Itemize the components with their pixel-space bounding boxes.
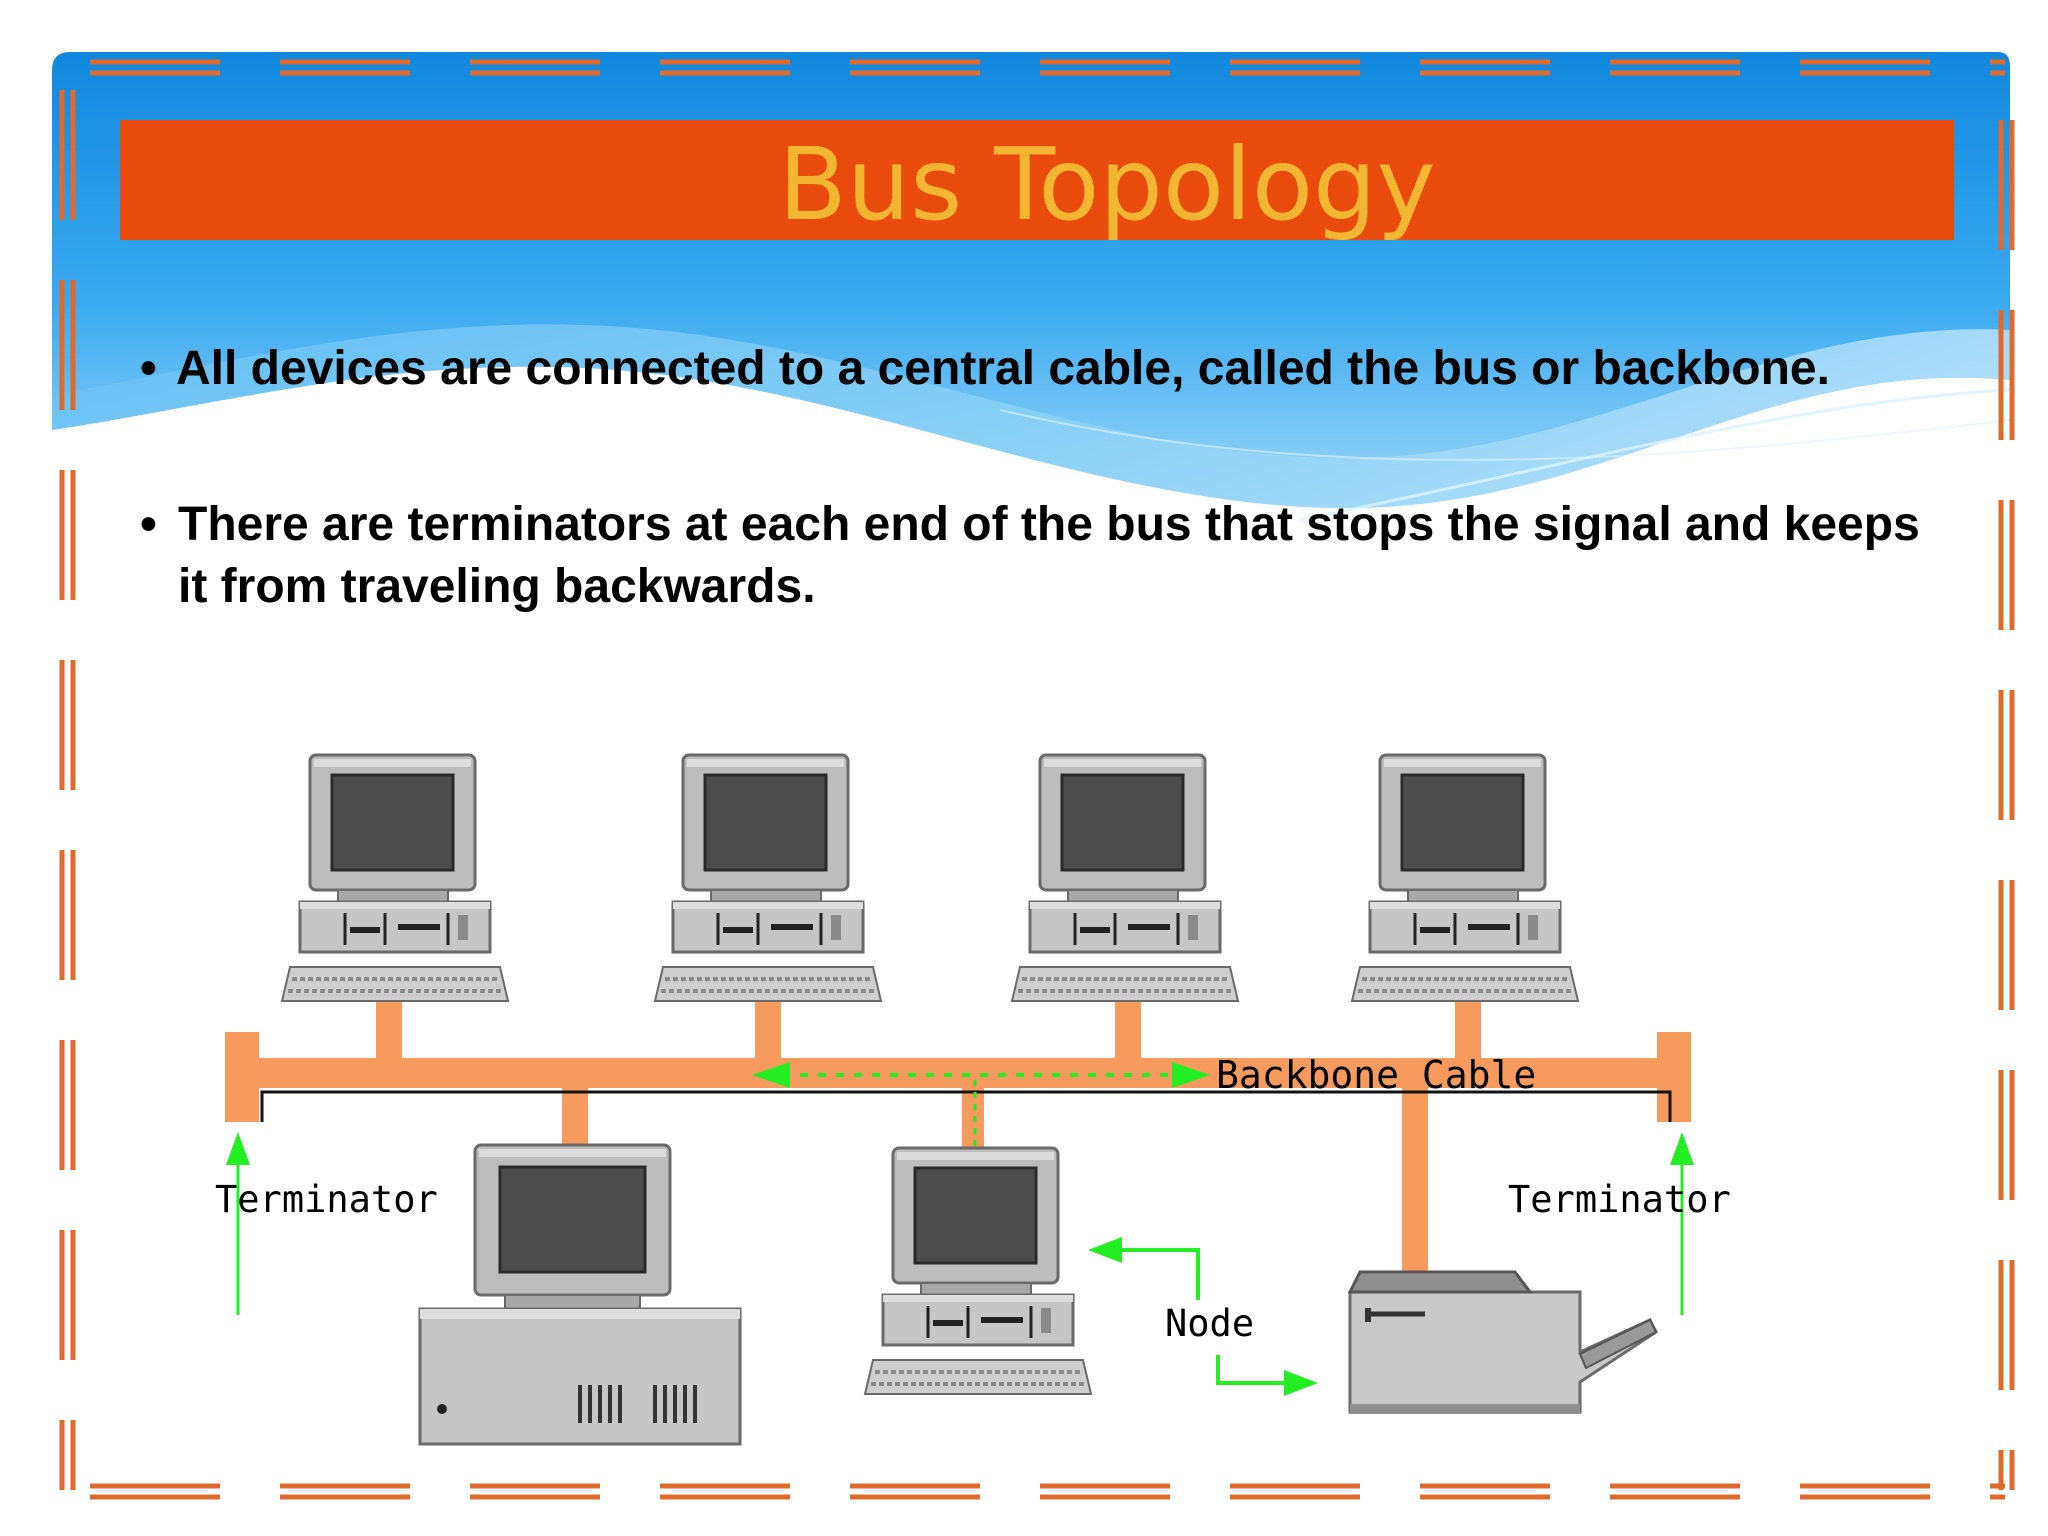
sky-streak <box>1299 388 2011 522</box>
backbone-cable <box>225 972 1691 1286</box>
arrow-right-icon <box>1284 1370 1318 1396</box>
arrow-up-icon <box>1670 1132 1694 1165</box>
computer-icon <box>282 755 508 1001</box>
title-bar: Bus Topology <box>120 120 1954 240</box>
backbone-cable-label: Backbone Cable <box>1216 1053 1536 1097</box>
bullet-text: All devices are connected to a central c… <box>176 342 1830 395</box>
arrow-up-icon <box>226 1132 250 1165</box>
computer-icon <box>865 1148 1091 1394</box>
sky-streak <box>999 409 2011 461</box>
node-label: Node <box>1165 1302 1254 1345</box>
bullet-text: There are terminators at each end of the… <box>178 498 1920 613</box>
terminator-label-right: Terminator <box>1508 1178 1731 1221</box>
bullet-item: • There are terminators at each end of t… <box>140 494 1940 624</box>
tower-computer-icon <box>418 1143 742 1446</box>
signal-arrows <box>226 1062 1694 1396</box>
terminator-left <box>225 1032 259 1122</box>
dashed-frame <box>59 59 2015 1500</box>
slide-title: Bus Topology <box>778 126 1436 243</box>
bullet-marker: • <box>140 342 157 395</box>
arrow-right-icon <box>1172 1062 1210 1088</box>
bullet-item: • All devices are connected to a central… <box>140 338 1840 468</box>
bullet-marker: • <box>140 498 157 551</box>
printer-icon <box>1350 1272 1656 1414</box>
computer-icon <box>1352 755 1578 1001</box>
arrow-left-icon <box>1088 1237 1122 1263</box>
computer-icon <box>1012 755 1238 1001</box>
computer-icon <box>655 755 881 1001</box>
terminator-label-left: Terminator <box>215 1178 438 1221</box>
terminator-right <box>1657 1032 1691 1122</box>
arrow-left-icon <box>752 1062 790 1088</box>
